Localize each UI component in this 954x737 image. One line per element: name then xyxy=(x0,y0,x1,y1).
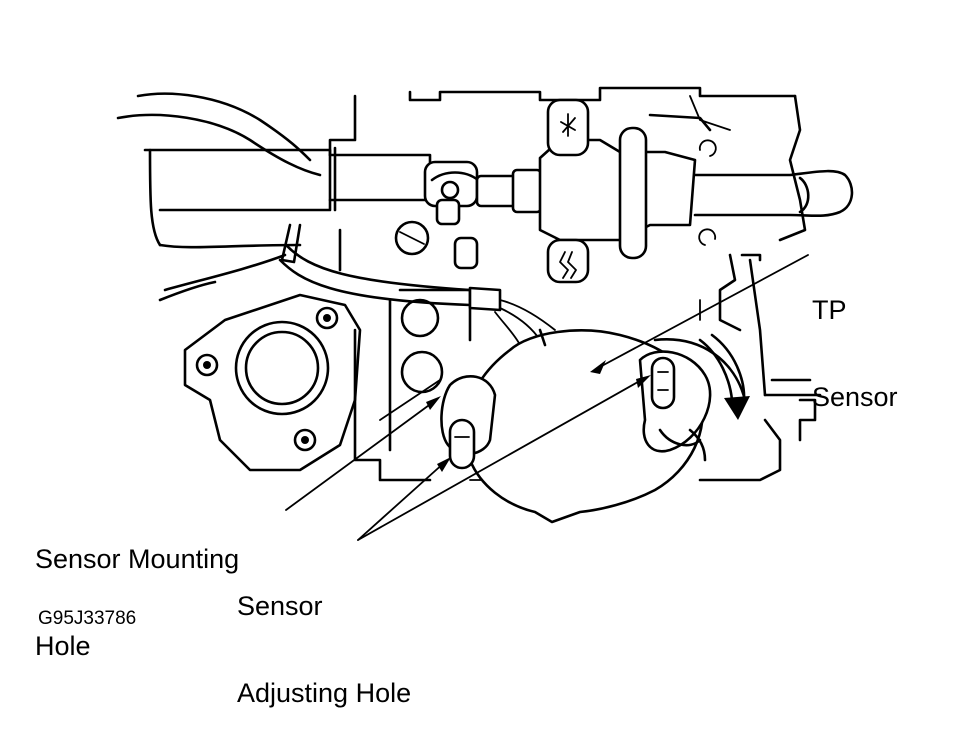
throttle-body-drawing xyxy=(116,86,854,541)
right-pipe xyxy=(693,169,854,218)
sensor-adjusting-hole-label: Sensor Adjusting Hole xyxy=(237,534,411,737)
mounting-hole-label-line2: Hole xyxy=(35,631,91,661)
adjusting-hole-label-line1: Sensor xyxy=(237,591,323,621)
tp-sensor xyxy=(440,328,747,524)
hose-clamp-assembly xyxy=(423,160,543,226)
adjusting-hole-label-line2: Adjusting Hole xyxy=(237,678,412,708)
adjusting-hole-leader-2 xyxy=(357,377,646,541)
callout-leaders xyxy=(285,254,809,541)
tp-sensor-label: TP Sensor xyxy=(812,238,898,441)
rotation-arrow xyxy=(698,333,750,420)
mounting-hole-label-line1: Sensor Mounting xyxy=(35,544,240,574)
figure-code: G95J33786 xyxy=(38,608,137,629)
tp-sensor-label-line1: TP xyxy=(812,295,847,325)
valve-body xyxy=(538,98,717,284)
mounting-plate xyxy=(183,220,479,472)
mounting-hole-leader xyxy=(285,399,437,511)
adjusting-hole-leader-1 xyxy=(357,461,446,541)
sensor-wire xyxy=(158,223,556,346)
left-hose xyxy=(116,92,432,249)
tp-sensor-label-line2: Sensor xyxy=(812,382,898,412)
sensor-mounting-hole-label: Sensor Mounting Hole xyxy=(35,487,239,690)
tp-sensor-leader xyxy=(597,254,809,369)
